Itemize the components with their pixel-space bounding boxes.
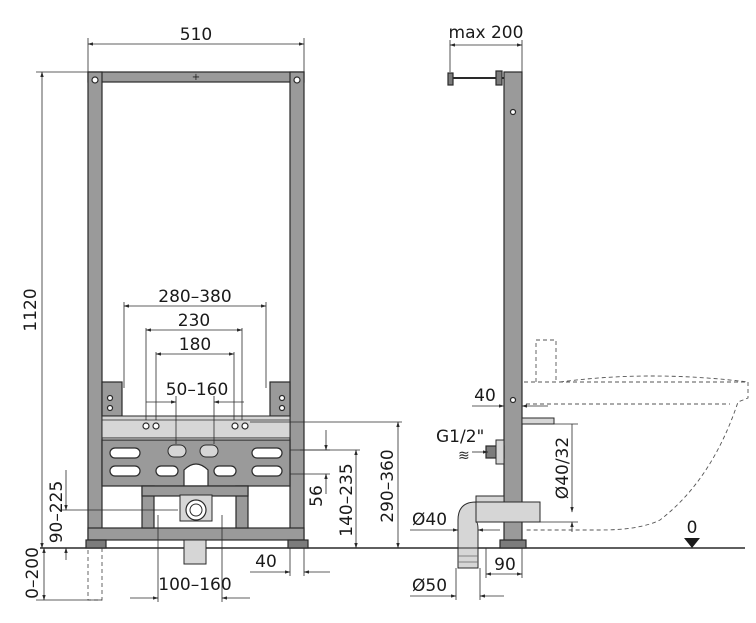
bidet-outline xyxy=(524,381,749,531)
wall-bracket-clamp xyxy=(495,70,503,86)
dim-140-235: 140–235 xyxy=(337,463,357,536)
right-water-connector xyxy=(199,444,219,458)
slot-5 xyxy=(155,465,179,477)
side-mounting-plate xyxy=(521,417,555,425)
slot-6 xyxy=(213,465,237,477)
dim-max-200: max 200 xyxy=(449,23,524,43)
dim-56: 56 xyxy=(307,485,327,507)
left-upright xyxy=(87,71,103,545)
right-bracket-hole-2 xyxy=(278,404,286,412)
dim-230: 230 xyxy=(178,311,210,331)
side-view xyxy=(447,70,749,569)
floor-zero-label: 0 xyxy=(687,518,698,538)
left-water-connector xyxy=(167,444,187,458)
right-upright xyxy=(289,71,305,545)
drain-riser xyxy=(457,547,479,569)
dim-0-200: 0–200 xyxy=(23,547,43,599)
bidet-top-curve xyxy=(559,375,749,383)
front-dimensions: 510 1120 280–380 230 180 50–160 90–225 xyxy=(21,25,402,602)
top-left-bolt xyxy=(91,76,99,84)
drain-outlet xyxy=(185,499,207,521)
dim-280-380: 280–380 xyxy=(158,287,231,307)
dim-40-side: 40 xyxy=(474,386,496,406)
dim-g12-thread: G1/2" xyxy=(436,427,484,447)
right-bracket-hole-1 xyxy=(278,394,286,402)
front-view: + xyxy=(85,71,309,601)
drain-stub xyxy=(475,495,505,503)
dim-diameter-40: Ø40 xyxy=(412,510,447,530)
dim-510: 510 xyxy=(180,25,212,45)
tap-outline xyxy=(535,339,557,382)
floor-level-marker-icon xyxy=(684,538,700,548)
dim-diameter-40-32: Ø40/32 xyxy=(553,437,573,499)
inlet-nut xyxy=(495,439,505,465)
dim-diameter-50: Ø50 xyxy=(412,576,447,596)
slot-2 xyxy=(109,465,141,477)
left-bracket-hole-1 xyxy=(106,394,114,402)
bottom-rail xyxy=(87,527,305,541)
dim-90: 90 xyxy=(494,555,516,575)
slot-4 xyxy=(251,465,283,477)
top-right-bolt xyxy=(293,76,301,84)
plate-hole-2 xyxy=(152,422,160,430)
left-bracket-hole-2 xyxy=(106,404,114,412)
dim-290-360: 290–360 xyxy=(378,449,398,522)
dim-50-160: 50–160 xyxy=(166,380,229,400)
side-bolt-top xyxy=(509,108,517,116)
center-arch xyxy=(183,463,209,487)
side-bolt-mid xyxy=(509,396,517,404)
side-foot xyxy=(499,539,527,549)
dim-1120: 1120 xyxy=(21,288,41,331)
drain-horizontal xyxy=(475,501,541,523)
drain-pipe-down xyxy=(183,539,207,565)
bidet-mounting-plate xyxy=(101,415,291,439)
plate-hole-1 xyxy=(142,422,150,430)
dim-180: 180 xyxy=(179,335,211,355)
dim-100-160: 100–160 xyxy=(158,575,231,595)
water-flow-icon: ≋ xyxy=(458,448,470,464)
right-foot xyxy=(287,539,309,549)
side-dimensions: max 200 40 G1/2" ≋ Ø40/32 Ø40 Ø50 90 0 xyxy=(410,23,700,600)
slot-1 xyxy=(109,447,141,459)
slot-3 xyxy=(251,447,283,459)
plate-hole-4 xyxy=(241,422,249,430)
side-upright xyxy=(503,71,523,545)
wall-bracket-end xyxy=(447,72,454,86)
left-leg-extension xyxy=(87,547,103,601)
drain-elbow-side xyxy=(457,501,479,549)
top-center-mark: + xyxy=(192,72,200,83)
dim-40-front: 40 xyxy=(255,552,277,572)
dim-90-225: 90–225 xyxy=(47,481,67,544)
plate-hole-3 xyxy=(231,422,239,430)
left-foot xyxy=(85,539,107,549)
